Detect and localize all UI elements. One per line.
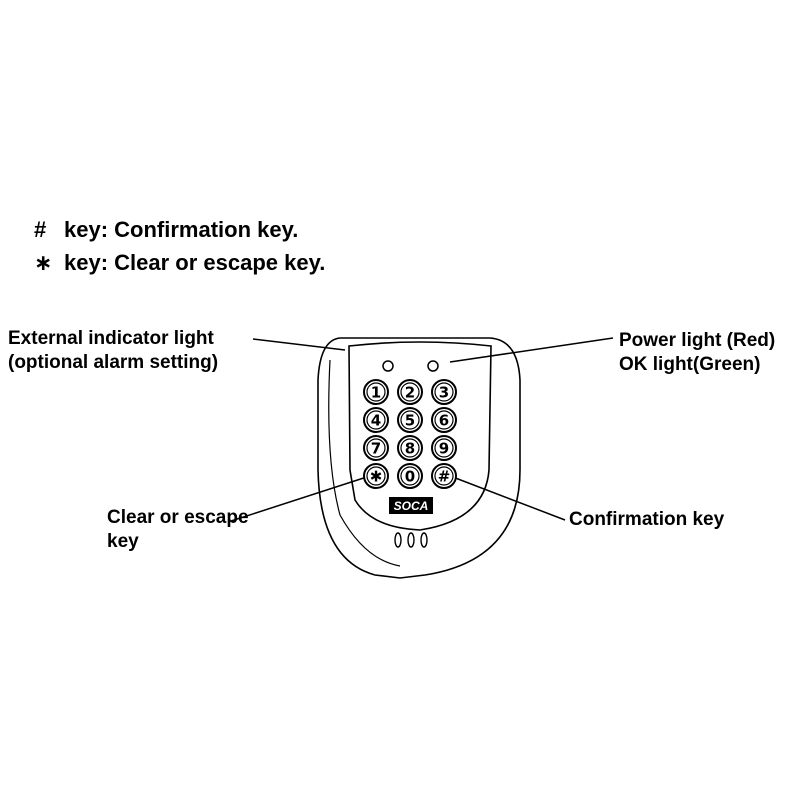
vent-middle bbox=[407, 532, 415, 548]
power-light-leader bbox=[449, 337, 614, 363]
key-inner-ring bbox=[400, 466, 420, 486]
key-inner-ring bbox=[400, 382, 420, 402]
power-light-line: Power light (Red) bbox=[619, 330, 776, 351]
key-4[interactable]: 4 bbox=[363, 407, 389, 433]
key-3[interactable]: 3 bbox=[431, 379, 457, 405]
key-label: 4 bbox=[371, 412, 381, 430]
key-label: ✱ bbox=[370, 468, 383, 486]
external-indicator-line2: (optional alarm setting) bbox=[8, 352, 219, 373]
ok-light-line: OK light(Green) bbox=[619, 354, 761, 375]
brand-logo: SOCA bbox=[394, 499, 429, 513]
key-hash[interactable]: # bbox=[431, 463, 457, 489]
clear-escape-line1: Clear or escape bbox=[107, 507, 249, 528]
key-inner-ring bbox=[366, 410, 386, 430]
key-2[interactable]: 2 bbox=[397, 379, 423, 405]
housing-outer bbox=[317, 337, 521, 579]
key-6[interactable]: 6 bbox=[431, 407, 457, 433]
brand-plate bbox=[389, 497, 433, 514]
key-label: 7 bbox=[371, 440, 381, 458]
housing-bevel bbox=[328, 359, 401, 567]
key-label: 5 bbox=[405, 412, 415, 430]
key-inner-ring bbox=[400, 438, 420, 458]
key-1[interactable]: 1 bbox=[363, 379, 389, 405]
external-indicator-leader bbox=[252, 338, 346, 351]
key-5[interactable]: 5 bbox=[397, 407, 423, 433]
legend-hash-text: key: Confirmation key. bbox=[64, 217, 299, 242]
key-inner-ring bbox=[434, 410, 454, 430]
key-label: 3 bbox=[439, 384, 449, 402]
hash-symbol: # bbox=[34, 217, 47, 242]
external-indicator-line1: External indicator light bbox=[8, 328, 214, 349]
clear-escape-label: Clear or escape key bbox=[107, 506, 249, 554]
key-7[interactable]: 7 bbox=[363, 435, 389, 461]
key-inner-ring bbox=[366, 438, 386, 458]
vent-right bbox=[420, 532, 428, 548]
key-inner-ring bbox=[434, 466, 454, 486]
key-label: 8 bbox=[405, 440, 415, 458]
confirmation-key-label: Confirmation key bbox=[569, 508, 724, 532]
key-inner-ring bbox=[434, 438, 454, 458]
keypad-keys: 1 2 3 4 5 6 7 8 9 ✱ 0 # bbox=[363, 379, 457, 489]
key-0[interactable]: 0 bbox=[397, 463, 423, 489]
confirmation-line1: Confirmation key bbox=[569, 509, 725, 530]
confirmation-leader bbox=[444, 473, 566, 521]
star-symbol: ∗ bbox=[34, 250, 53, 275]
key-inner-ring bbox=[434, 382, 454, 402]
front-panel bbox=[348, 341, 492, 531]
legend-star-text: key: Clear or escape key. bbox=[64, 250, 326, 275]
key-label: 2 bbox=[405, 384, 415, 402]
key-label: 6 bbox=[439, 412, 449, 430]
key-star[interactable]: ✱ bbox=[363, 463, 389, 489]
legend-hash-key: # key: Confirmation key. bbox=[34, 219, 298, 241]
power-ok-light-label: Power light (Red) OK light(Green) bbox=[619, 329, 775, 377]
vent-left bbox=[394, 532, 402, 548]
key-label: 1 bbox=[371, 384, 381, 402]
key-label: 9 bbox=[439, 440, 449, 458]
clear-escape-line2: key bbox=[107, 531, 139, 552]
key-label: 0 bbox=[405, 468, 415, 486]
external-indicator-led-icon bbox=[382, 360, 394, 372]
key-inner-ring bbox=[366, 382, 386, 402]
key-inner-ring bbox=[366, 466, 386, 486]
power-ok-led-icon bbox=[427, 360, 439, 372]
legend-star-key: ∗ key: Clear or escape key. bbox=[34, 252, 325, 274]
key-9[interactable]: 9 bbox=[431, 435, 457, 461]
key-inner-ring bbox=[400, 410, 420, 430]
key-label: # bbox=[438, 468, 451, 486]
key-8[interactable]: 8 bbox=[397, 435, 423, 461]
clear-escape-leader bbox=[227, 473, 377, 523]
external-indicator-label: External indicator light (optional alarm… bbox=[8, 327, 218, 375]
